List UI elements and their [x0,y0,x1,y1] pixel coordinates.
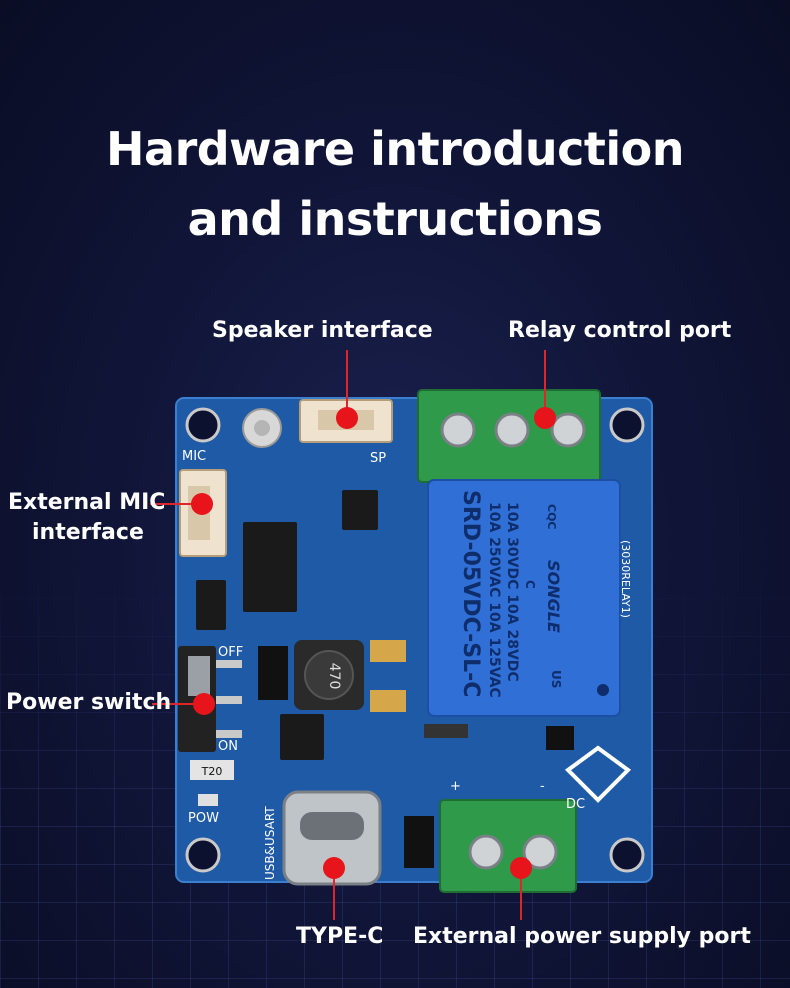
relay-us: US [549,670,563,688]
transistor [546,726,574,750]
relay-cqc: CQC [545,504,558,530]
main-chip [243,522,297,612]
mounting-hole [609,407,645,443]
capacitor [370,690,406,712]
relay-text-l1: 10A 250VAC 10A 125VAC [486,502,502,698]
relay [427,479,621,717]
silk-relay-id: (3030RELAY1) [619,540,632,618]
silk-mic: MIC [182,449,206,464]
capacitor [370,640,406,662]
mounting-hole [185,407,221,443]
callout-dot-mic [191,493,213,515]
diode [258,646,288,700]
page-title-line2: and instructions [187,192,603,246]
callout-dot-ext-power [510,857,532,879]
page-title-line1: Hardware introduction [106,122,684,176]
diode [424,724,468,738]
diode [404,816,434,868]
label-power-switch: Power switch [6,690,172,715]
relay-text-l2: 10A 30VDC 10A 28VDC [504,502,520,682]
silk-on: ON [218,739,238,754]
pow-led [198,794,218,806]
label-external-mic-line2: interface [32,520,144,545]
mounting-hole [609,837,645,873]
silk-off: OFF [218,645,243,660]
callout-dot-type-c [323,857,345,879]
silk-sp: SP [370,451,386,466]
silk-pow: POW [188,811,219,826]
t20-label: T20 [201,765,223,778]
ic-chip [280,714,324,760]
callout-dot-speaker [336,407,358,429]
callout-dot-power-switch [193,693,215,715]
power-switch-slider [188,656,210,696]
label-type-c: TYPE-C [296,924,384,949]
inductor-label: 470 [326,663,342,690]
silk-minus: - [540,779,545,794]
brand-logo [564,745,632,803]
silk-usb: USB&USART [263,806,277,880]
ic-chip [196,580,226,630]
label-external-power-supply-port: External power supply port [413,924,751,949]
label-relay-control-port: Relay control port [508,318,732,343]
relay-brand: SONGLE [544,560,563,633]
label-external-mic-line1: External MIC [8,490,166,515]
mounting-hole [185,837,221,873]
relay-text-l3: SRD-05VDC-SL-C [458,490,483,697]
label-speaker-interface: Speaker interface [212,318,433,343]
ic-chip [342,490,378,530]
silk-dc: DC [566,797,585,812]
relay-c: C [523,580,537,589]
silk-plus: + [450,779,461,794]
callout-dot-relay [534,407,556,429]
